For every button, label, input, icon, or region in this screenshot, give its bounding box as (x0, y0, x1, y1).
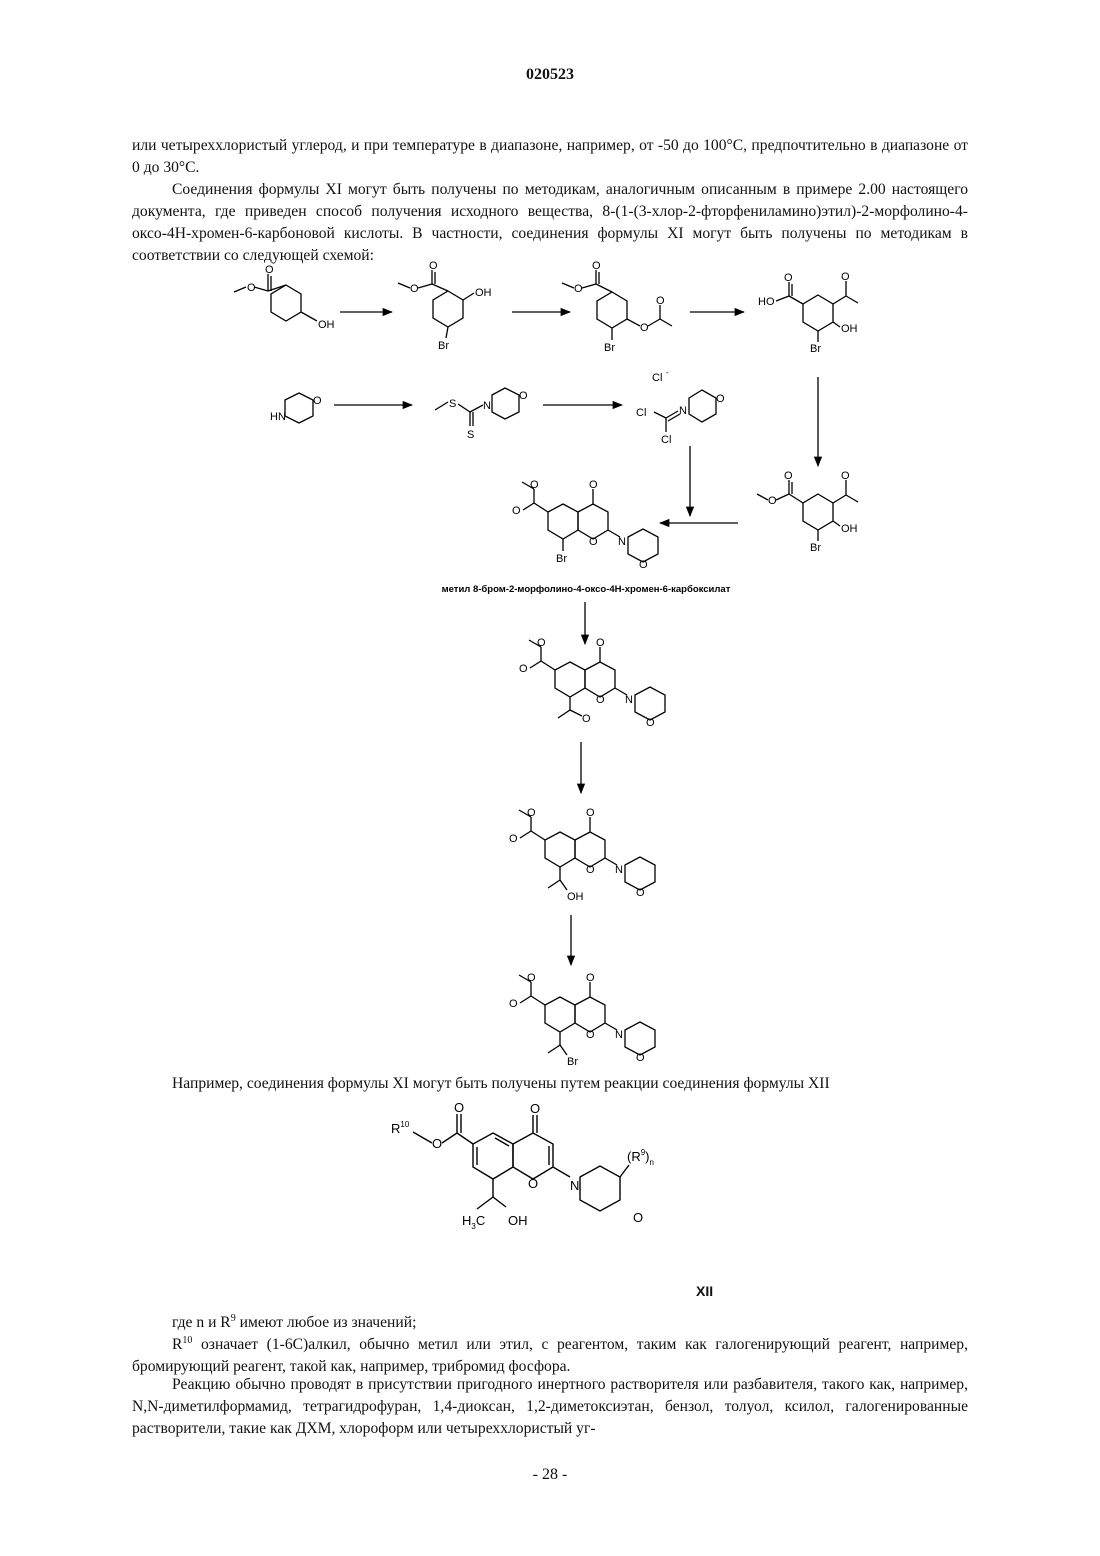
reaction-scheme: O O OH O O OH Br O O O O Br (0, 255, 1100, 1085)
svg-text:O: O (509, 833, 518, 845)
svg-text:OH: OH (841, 323, 858, 335)
compound-dichloromethylene-morpholinium-chloride: Cl - Cl Cl N O (636, 368, 725, 446)
svg-text:N: N (615, 1029, 623, 1041)
svg-text:O: O (640, 322, 649, 334)
atom-o: O (528, 1176, 538, 1191)
svg-text:O: O (841, 470, 850, 482)
r9-label: (R9)n (627, 1148, 654, 1167)
svg-text:O: O (519, 663, 528, 675)
svg-text:O: O (586, 807, 595, 819)
svg-text:Br: Br (567, 1056, 578, 1068)
svg-text:Br: Br (438, 340, 449, 352)
svg-text:O: O (582, 713, 591, 725)
compound-acetoxy-bromo-ester: O O O O Br (562, 260, 672, 354)
svg-text:O: O (636, 887, 645, 899)
atom-o: O (247, 282, 256, 294)
compound-methyl-8-bromoethyl-chromenone: O O O O Br N O (509, 972, 655, 1068)
svg-text:Cl: Cl (661, 434, 671, 446)
r10-label: R10 (391, 1120, 410, 1136)
page-number: - 28 - (0, 1466, 1100, 1484)
svg-text:O: O (586, 864, 595, 876)
atom-o: O (432, 1136, 442, 1151)
patent-number: 020523 (0, 66, 1100, 84)
atom-o: O (530, 1101, 540, 1116)
svg-text:O: O (410, 283, 419, 295)
svg-text:O: O (636, 1052, 645, 1064)
svg-text:Br: Br (604, 342, 615, 354)
svg-text:OH: OH (567, 891, 584, 903)
svg-text:O: O (313, 395, 322, 407)
svg-text:O: O (537, 637, 546, 649)
formula-xii-structure: O O O O O N OH R10 H3C (R9)n (0, 1095, 1100, 1245)
svg-text:O: O (596, 637, 605, 649)
svg-text:Cl: Cl (652, 372, 662, 384)
compound-methyl-3-acetyl-5-bromo-4-hydroxybenzoate: O O O OH Br (757, 470, 858, 554)
compound-methyl-8-bromo-chromenone: O O O O Br N O (512, 479, 658, 571)
svg-text:O: O (596, 694, 605, 706)
svg-text:HN: HN (270, 411, 286, 423)
svg-text:O: O (716, 393, 725, 405)
svg-text:O: O (589, 536, 598, 548)
svg-text:O: O (589, 479, 598, 491)
compound-acetyl-bromo-hydroxybenzoic-acid: O HO O OH Br (758, 271, 858, 355)
compound-methyl-8-acetyl-chromenone: O O O O O N O (519, 637, 665, 729)
svg-text:O: O (574, 283, 583, 295)
compound-methyl-4-hydroxybenzoate: O O OH (234, 264, 335, 331)
svg-text:O: O (527, 807, 536, 819)
svg-text:O: O (530, 479, 539, 491)
svg-text:O: O (592, 260, 601, 272)
svg-text:Br: Br (556, 553, 567, 565)
svg-text:O: O (768, 495, 777, 507)
paragraph-continuation: или четыреххлористый углерод, и при темп… (132, 135, 968, 179)
svg-text:OH: OH (475, 287, 492, 299)
svg-text:O: O (586, 1029, 595, 1041)
h3c-label: H3C (462, 1213, 485, 1231)
atom-n: N (570, 1178, 579, 1193)
svg-text:O: O (586, 972, 595, 984)
svg-text:N: N (625, 694, 633, 706)
compound-methyl-8-hydroxyethyl-chromenone: O O O O OH N O (509, 807, 655, 903)
compound-methyl-morpholine-dithiocarbamate: S S N O (435, 388, 528, 441)
svg-text:Br: Br (810, 542, 821, 554)
svg-text:-: - (666, 368, 669, 377)
paragraph-solvents: Реакцию обычно проводят в присутствии пр… (132, 1374, 968, 1440)
svg-text:N: N (483, 400, 491, 412)
svg-text:O: O (527, 972, 536, 984)
atom-oh: OH (318, 319, 335, 331)
paragraph-formula-xii-intro: Например, соединения формулы XI могут бы… (132, 1073, 968, 1095)
svg-text:O: O (841, 271, 850, 283)
paragraph-formula-xi-intro: Соединения формулы XI могут быть получен… (132, 179, 968, 267)
svg-text:N: N (679, 405, 687, 417)
atom-o: O (633, 1210, 643, 1225)
atom-o: O (265, 264, 274, 276)
compound-morpholine: HN O (270, 393, 322, 423)
svg-text:O: O (429, 260, 438, 272)
svg-text:N: N (618, 536, 626, 548)
svg-text:HO: HO (758, 296, 775, 308)
svg-text:S: S (467, 429, 474, 441)
svg-text:O: O (646, 717, 655, 729)
svg-text:OH: OH (841, 523, 858, 535)
formula-label: XII (696, 1283, 713, 1299)
paragraph-r10-definition: R10 означает (1-6C)алкил, обычно метил и… (132, 1330, 968, 1378)
svg-text:O: O (639, 559, 648, 571)
atom-oh: OH (508, 1213, 528, 1228)
compound-caption: метил 8-бром-2-морфолино-4-оксо-4H-хроме… (442, 584, 731, 595)
svg-text:S: S (449, 398, 456, 410)
svg-text:Cl: Cl (636, 407, 646, 419)
svg-text:O: O (784, 470, 793, 482)
svg-text:O: O (512, 505, 521, 517)
svg-text:Br: Br (810, 343, 821, 355)
svg-text:O: O (784, 272, 793, 284)
compound-methyl-3-bromo-4-hydroxybenzoate: O O OH Br (398, 260, 492, 352)
svg-text:O: O (509, 998, 518, 1010)
atom-o: O (454, 1100, 464, 1115)
svg-text:O: O (519, 390, 528, 402)
svg-text:O: O (656, 295, 665, 307)
svg-text:N: N (615, 864, 623, 876)
